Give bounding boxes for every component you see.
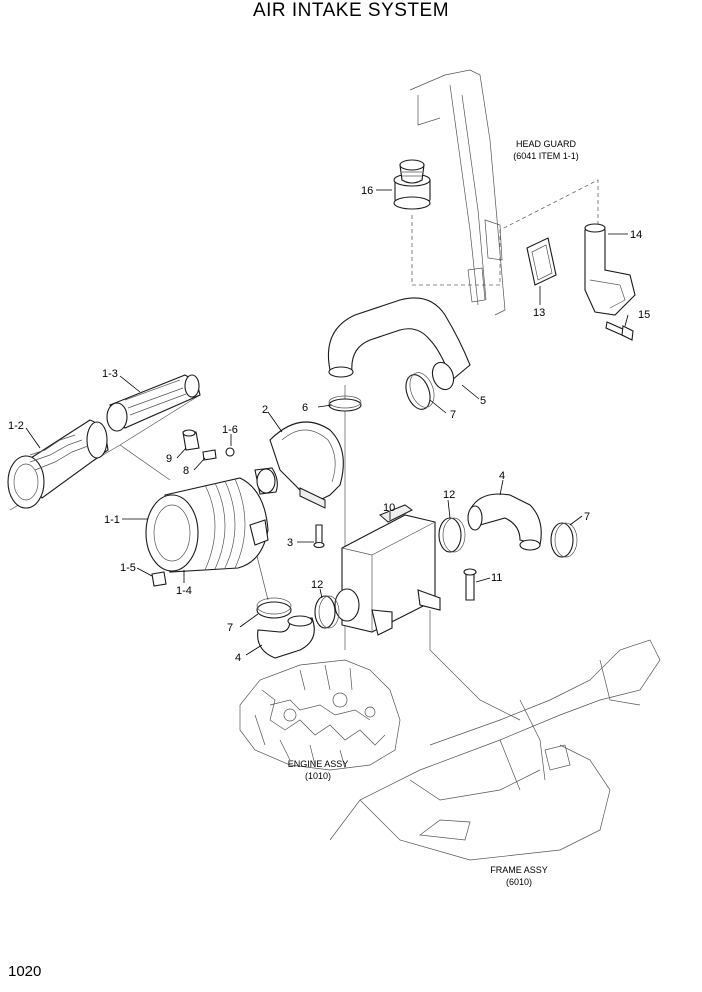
callout-6: 6 xyxy=(302,402,308,414)
callout-5: 5 xyxy=(480,395,486,407)
page-title: AIR INTAKE SYSTEM xyxy=(252,0,450,21)
part-3-bolt xyxy=(313,524,325,549)
callout-4-lower: 4 xyxy=(235,652,241,664)
part-4-elbow-upper xyxy=(467,493,542,551)
part-11-bolt xyxy=(463,568,477,601)
part-4-elbow-lower xyxy=(257,615,315,659)
part-1-3-inner-element xyxy=(106,374,201,432)
callout-13: 13 xyxy=(533,307,545,319)
part-2-bracket xyxy=(269,421,344,509)
head-guard-outline xyxy=(409,69,506,316)
engine-assy-outline xyxy=(239,659,401,771)
head-guard-label: HEAD GUARD xyxy=(516,139,577,149)
part-16-precleaner xyxy=(393,159,431,210)
callout-10: 10 xyxy=(383,502,395,514)
frame-assy-ref: (6010) xyxy=(506,877,532,887)
part-1-2-outer-element xyxy=(7,419,109,509)
part-5-u-hose xyxy=(327,297,471,391)
callout-7-right: 7 xyxy=(584,511,590,523)
callout-12-upper: 12 xyxy=(443,489,455,501)
callout-11: 11 xyxy=(491,572,502,584)
callout-8: 8 xyxy=(183,465,189,477)
callout-1-2: 1-2 xyxy=(8,420,24,432)
callout-labels: 16 14 13 15 5 6 7 2 1-3 1-2 1-6 9 8 1-1 … xyxy=(8,185,650,664)
callout-14: 14 xyxy=(630,229,642,241)
part-8-fitting xyxy=(202,449,217,461)
callout-leaders xyxy=(25,189,629,656)
part-12-clamp-upper xyxy=(438,517,466,553)
callout-2: 2 xyxy=(262,404,268,416)
part-1-air-cleaner xyxy=(145,467,278,573)
part-9-fitting xyxy=(182,429,200,451)
callout-4-upper: 4 xyxy=(499,470,505,482)
part-1-6-fitting xyxy=(225,447,235,457)
frame-assy-label: FRAME ASSY xyxy=(490,865,548,875)
part-1-5-valve xyxy=(151,571,167,587)
frame-assy-outline xyxy=(329,639,661,861)
part-7-clamp-right xyxy=(550,522,578,558)
callout-1-4: 1-4 xyxy=(176,585,192,597)
callout-9: 9 xyxy=(166,453,172,465)
part-15-bolt xyxy=(605,321,634,341)
head-guard-ref: (6041 ITEM 1-1) xyxy=(513,151,579,161)
callout-1-5: 1-5 xyxy=(120,562,136,574)
part-13-gasket xyxy=(526,237,557,286)
callout-15: 15 xyxy=(638,309,650,321)
callout-1-1: 1-1 xyxy=(104,514,120,526)
part-7-clamp-lower xyxy=(256,597,292,619)
callout-7-lower: 7 xyxy=(227,622,233,634)
callout-3: 3 xyxy=(287,537,293,549)
part-6-clamp xyxy=(328,395,362,412)
part-12-clamp-lower xyxy=(314,595,340,629)
callout-12-lower: 12 xyxy=(311,579,323,591)
engine-assy-label: ENGINE ASSY xyxy=(288,759,349,769)
callout-16: 16 xyxy=(361,185,373,197)
page-number: 1020 xyxy=(8,963,42,980)
reference-labels: HEAD GUARD (6041 ITEM 1-1) ENGINE ASSY (… xyxy=(288,139,579,887)
part-14-intake-head xyxy=(584,223,636,316)
engine-assy-ref: (1010) xyxy=(305,771,331,781)
callout-7-upper: 7 xyxy=(450,409,456,421)
part-7-clamp-upper xyxy=(405,372,435,410)
part-10-resonator xyxy=(334,504,441,636)
callout-1-3: 1-3 xyxy=(102,368,118,380)
callout-1-6: 1-6 xyxy=(222,424,238,436)
